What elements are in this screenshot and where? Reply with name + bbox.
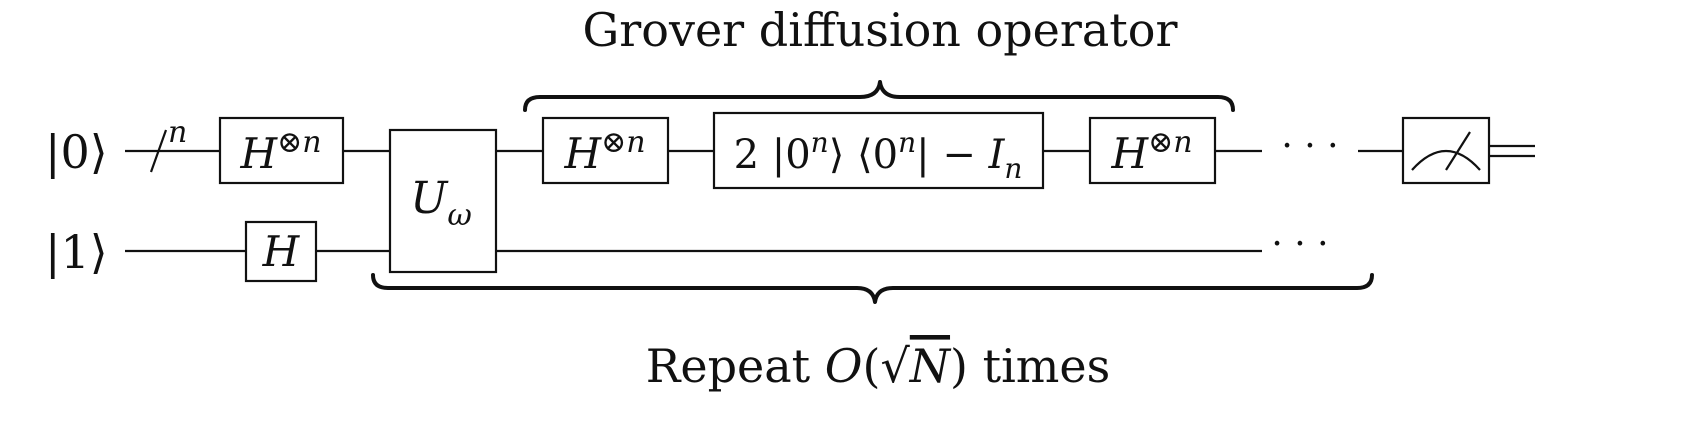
bus-slash: [149, 129, 168, 173]
diffusion-brace: [523, 80, 1235, 112]
diffusion-operator-label: Grover diffusion operator: [583, 3, 1178, 57]
repeat-label: Repeat O(√N) times: [646, 339, 1111, 393]
bus-size-label: n: [168, 115, 187, 150]
hadamard-tensor-gate-label: H⊗n: [239, 125, 321, 178]
diffusion-core-gate-label: 2 |0n⟩ ⟨0n| − In: [734, 126, 1023, 185]
measurement-meter-arc: [1411, 149, 1481, 171]
bottom-ellipsis: · · ·: [1271, 224, 1328, 265]
input-ket-1: |1⟩: [45, 225, 108, 279]
hadamard-tensor-gate: [1088, 116, 1217, 185]
oracle-gate-label: Uω: [410, 173, 472, 233]
hadamard-tensor-gate: [541, 116, 670, 185]
repeat-brace: [371, 273, 1374, 304]
top-ellipsis: · · ·: [1281, 126, 1338, 167]
measurement-meter-needle: [1445, 131, 1471, 171]
hadamard-tensor-gate-label: H⊗n: [563, 125, 645, 178]
hadamard-tensor-gate: [218, 116, 345, 185]
hadamard-gate: [244, 220, 318, 283]
oracle-gate: [388, 128, 498, 274]
hadamard-gate-label: H: [262, 227, 301, 276]
diffusion-core-gate: [712, 111, 1045, 190]
measurement-gate: [1401, 116, 1491, 185]
hadamard-tensor-gate-label: H⊗n: [1110, 125, 1192, 178]
input-ket-0: |0⟩: [45, 125, 108, 179]
